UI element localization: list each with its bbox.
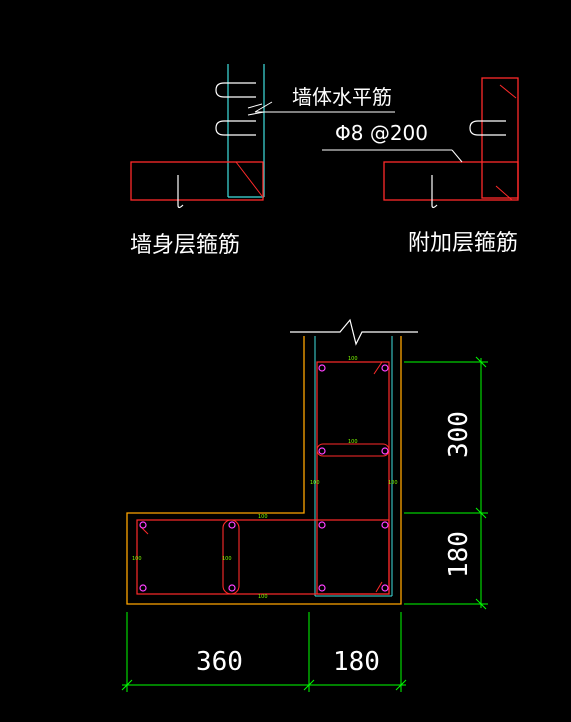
tag-mid-b: 100 xyxy=(258,594,268,600)
dim-bottom-right: 180 xyxy=(333,647,380,677)
dimension-lines xyxy=(121,356,488,692)
tag-left-b: 100 xyxy=(132,556,142,562)
tag-top-a: 100 xyxy=(348,356,358,362)
caption-wall-layer-stirrup: 墙身层箍筋 xyxy=(130,233,240,258)
additional-layer-stirrup-detail xyxy=(322,77,519,209)
dim-right-upper: 300 xyxy=(444,411,474,458)
tag-mid-a: 100 xyxy=(258,514,268,520)
tag-right-a: 100 xyxy=(388,480,398,486)
tag-top-b: 100 xyxy=(348,439,358,445)
label-wall-horizontal-bar: 墙体水平筋 xyxy=(292,85,392,109)
wall-layer-stirrup-detail xyxy=(130,64,395,209)
label-spec: Φ8 @200 xyxy=(335,121,428,145)
tag-left-c: 100 xyxy=(222,556,232,562)
dim-right-lower: 180 xyxy=(444,531,474,578)
l-section: 100 100 100 100 100 100 100 100 xyxy=(126,318,418,605)
tag-left-a: 100 xyxy=(310,480,320,486)
caption-additional-layer-stirrup: 附加层箍筋 xyxy=(408,231,518,256)
dim-bottom-left: 360 xyxy=(196,647,243,677)
